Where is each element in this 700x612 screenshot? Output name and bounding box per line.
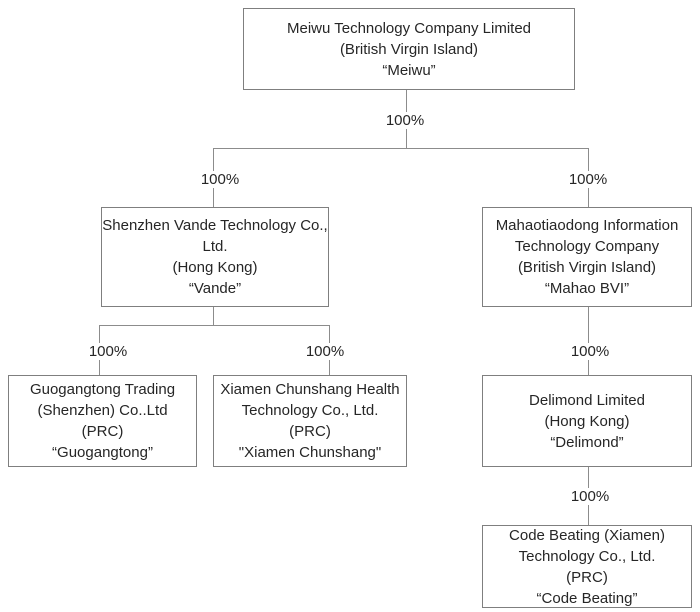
entity-region: (Hong Kong)	[544, 412, 630, 430]
entity-alias: "Xiamen Chunshang"	[238, 444, 382, 461]
entity-alias: “Mahao BVI”	[544, 280, 630, 297]
entity-name-2: Technology Co., Ltd.	[518, 547, 656, 565]
entity-alias: “Vande”	[188, 280, 242, 297]
entity-region: (Hong Kong)	[172, 259, 258, 276]
node-meiwu: Meiwu Technology Company Limited (Britis…	[243, 8, 575, 90]
entity-region: (PRC)	[81, 423, 124, 440]
ownership-label-delimond: 100%	[567, 343, 613, 360]
entity-region: (PRC)	[566, 568, 608, 586]
ownership-label-xiamen: 100%	[302, 343, 348, 360]
connector-top-branch-horizontal	[213, 148, 589, 149]
connector-vande-branch-horizontal	[99, 325, 330, 326]
entity-alias: “Guogangtong”	[52, 444, 153, 461]
entity-name-2: Technology Co., Ltd.	[241, 402, 379, 419]
entity-name: Code Beating (Xiamen)	[509, 526, 665, 544]
node-xiamen-chunshang: Xiamen Chunshang Health Technology Co., …	[213, 375, 407, 467]
ownership-label-vande: 100%	[197, 171, 243, 188]
entity-name-2: Technology Company	[514, 238, 660, 255]
entity-region: (PRC)	[289, 423, 331, 440]
entity-name: Meiwu Technology Company Limited	[286, 19, 531, 37]
entity-name: Guogangtong Trading	[29, 381, 176, 398]
ownership-label-guogangtong: 100%	[85, 343, 131, 360]
node-code-beating: Code Beating (Xiamen) Technology Co., Lt…	[482, 525, 692, 608]
entity-name: Mahaotiaodong Information	[495, 217, 679, 234]
node-mahao-bvi: Mahaotiaodong Information Technology Com…	[482, 207, 692, 307]
node-vande: Shenzhen Vande Technology Co., Ltd. (Hon…	[101, 207, 329, 307]
entity-alias: “Meiwu”	[382, 61, 436, 79]
entity-region: (British Virgin Island)	[517, 259, 657, 276]
node-guogangtong: Guogangtong Trading (Shenzhen) Co..Ltd (…	[8, 375, 197, 467]
entity-alias: “Code Beating”	[536, 589, 638, 607]
entity-name: Xiamen Chunshang Health	[220, 381, 400, 398]
entity-name: Shenzhen Vande Technology Co.,	[102, 217, 328, 234]
ownership-label-meiwu-stem: 100%	[382, 112, 428, 129]
connector-mahao-delimond	[588, 307, 589, 375]
entity-alias: “Delimond”	[550, 433, 624, 451]
entity-name-2: (Shenzhen) Co..Ltd	[37, 402, 168, 419]
ownership-label-code-beating: 100%	[567, 488, 613, 505]
entity-name-2: Ltd.	[202, 238, 228, 255]
ownership-label-mahao-bvi: 100%	[565, 171, 611, 188]
node-delimond: Delimond Limited (Hong Kong) “Delimond”	[482, 375, 692, 467]
entity-name: Delimond Limited	[529, 391, 645, 409]
connector-vande-stem	[213, 307, 214, 325]
entity-region: (British Virgin Island)	[339, 40, 479, 58]
